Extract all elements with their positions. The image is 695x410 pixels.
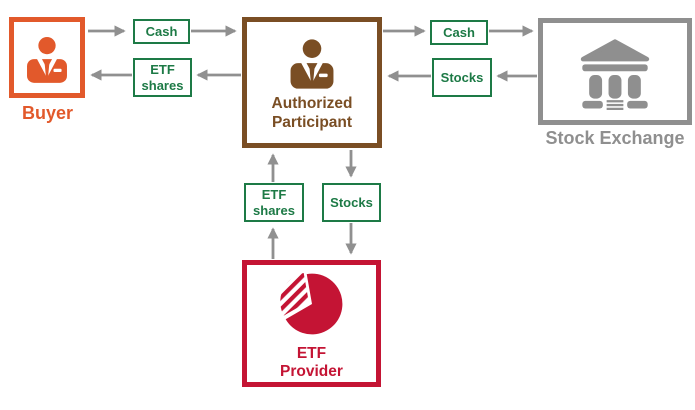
flow-label-etf-shares-middle: ETF shares: [244, 183, 304, 222]
authorized-participant-label: Authorized Participant: [271, 95, 353, 131]
flow-label-stocks-right: Stocks: [432, 58, 492, 97]
authorized-participant-node: Authorized Participant: [242, 17, 382, 148]
businessman-icon: [290, 39, 334, 89]
buyer-node: [9, 17, 85, 98]
flow-label-cash-left: Cash: [133, 19, 190, 44]
flow-label-etf-shares-left: ETF shares: [133, 58, 192, 97]
pie-chart-icon: [277, 270, 342, 335]
buyer-label: Buyer: [21, 103, 74, 123]
flow-label-stocks-middle: Stocks: [322, 183, 381, 222]
etf-provider-node: ETF Provider: [242, 260, 381, 387]
stock-exchange-node: [538, 18, 692, 125]
flow-label-cash-right: Cash: [430, 20, 488, 45]
etf-provider-label: ETF Provider: [280, 344, 343, 380]
bank-icon: [580, 38, 650, 110]
businessman-icon: [27, 36, 67, 83]
stock-exchange-label: Stock Exchange: [545, 128, 685, 148]
